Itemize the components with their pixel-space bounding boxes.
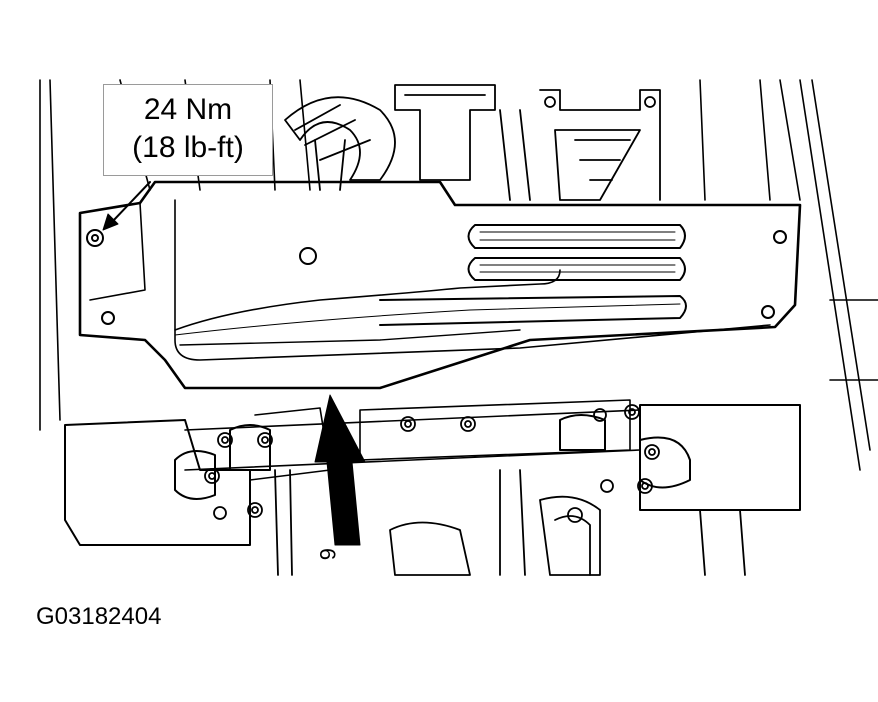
torque-nm: 24 Nm: [143, 93, 233, 126]
plate-ribs: [174, 224, 687, 336]
lower-driveline: [274, 469, 746, 576]
plate-bolts: [86, 229, 787, 325]
torque-lbft: (18 lb-ft): [132, 131, 244, 164]
torque-callout: 24 Nm (18 lb-ft): [103, 84, 273, 176]
bolt-icon: [101, 311, 115, 325]
bolt-icon: [86, 229, 104, 247]
bolt-icon: [299, 247, 317, 265]
crossmember-bolts: [204, 404, 660, 523]
view-arrow-label: 6: [315, 548, 340, 561]
callout-leader: [102, 181, 151, 231]
bolt-icon: [773, 230, 787, 244]
figure-id: G03182404: [36, 603, 162, 630]
skid-plate: [78, 180, 802, 390]
bolt-icon: [761, 305, 775, 319]
up-arrow-icon: [314, 394, 366, 546]
